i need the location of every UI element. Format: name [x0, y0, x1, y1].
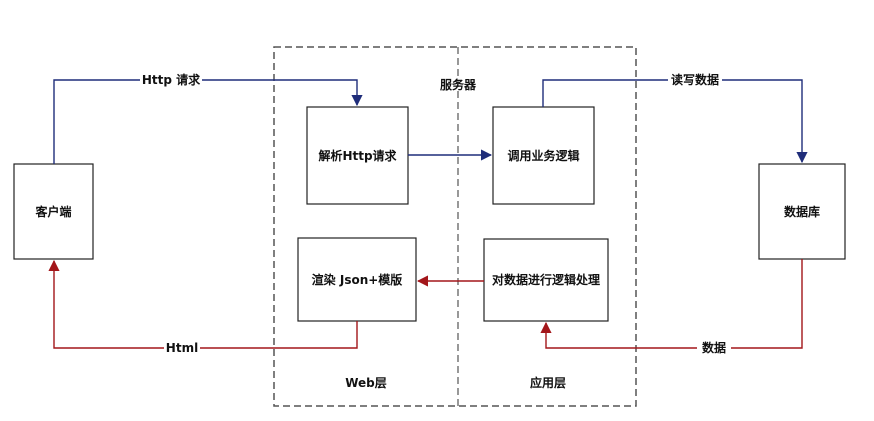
- edge-read-write-label: 读写数据: [671, 72, 719, 87]
- node-call-logic-label: 调用业务逻辑: [507, 148, 579, 163]
- node-client: 客户端: [13, 163, 94, 260]
- edge-http-request-label: Http 请求: [142, 72, 201, 87]
- edge-http-request: [53, 79, 363, 164]
- node-database-label: 数据库: [784, 204, 820, 219]
- edge-data: [540, 259, 803, 349]
- node-call-logic: 调用业务逻辑: [492, 106, 595, 205]
- node-render: 渲染 Json+模版: [297, 237, 417, 322]
- node-process-label: 对数据进行逻辑处理: [492, 272, 600, 287]
- edge-html-label: Html: [166, 341, 198, 355]
- edge-data-label: 数据: [702, 340, 726, 355]
- node-render-label: 渲染 Json+模版: [312, 272, 403, 287]
- app-layer-label: 应用层: [530, 375, 566, 390]
- server-title: 服务器: [440, 77, 477, 92]
- node-client-label: 客户端: [34, 204, 71, 219]
- web-layer-label: Web层: [345, 376, 387, 390]
- node-parse-http: 解析Http请求: [306, 106, 409, 205]
- server-boundary: [273, 46, 637, 407]
- node-parse-http-label: 解析Http请求: [318, 148, 397, 163]
- node-database: 数据库: [758, 163, 846, 260]
- edge-html: [48, 259, 358, 349]
- node-process: 对数据进行逻辑处理: [483, 238, 609, 322]
